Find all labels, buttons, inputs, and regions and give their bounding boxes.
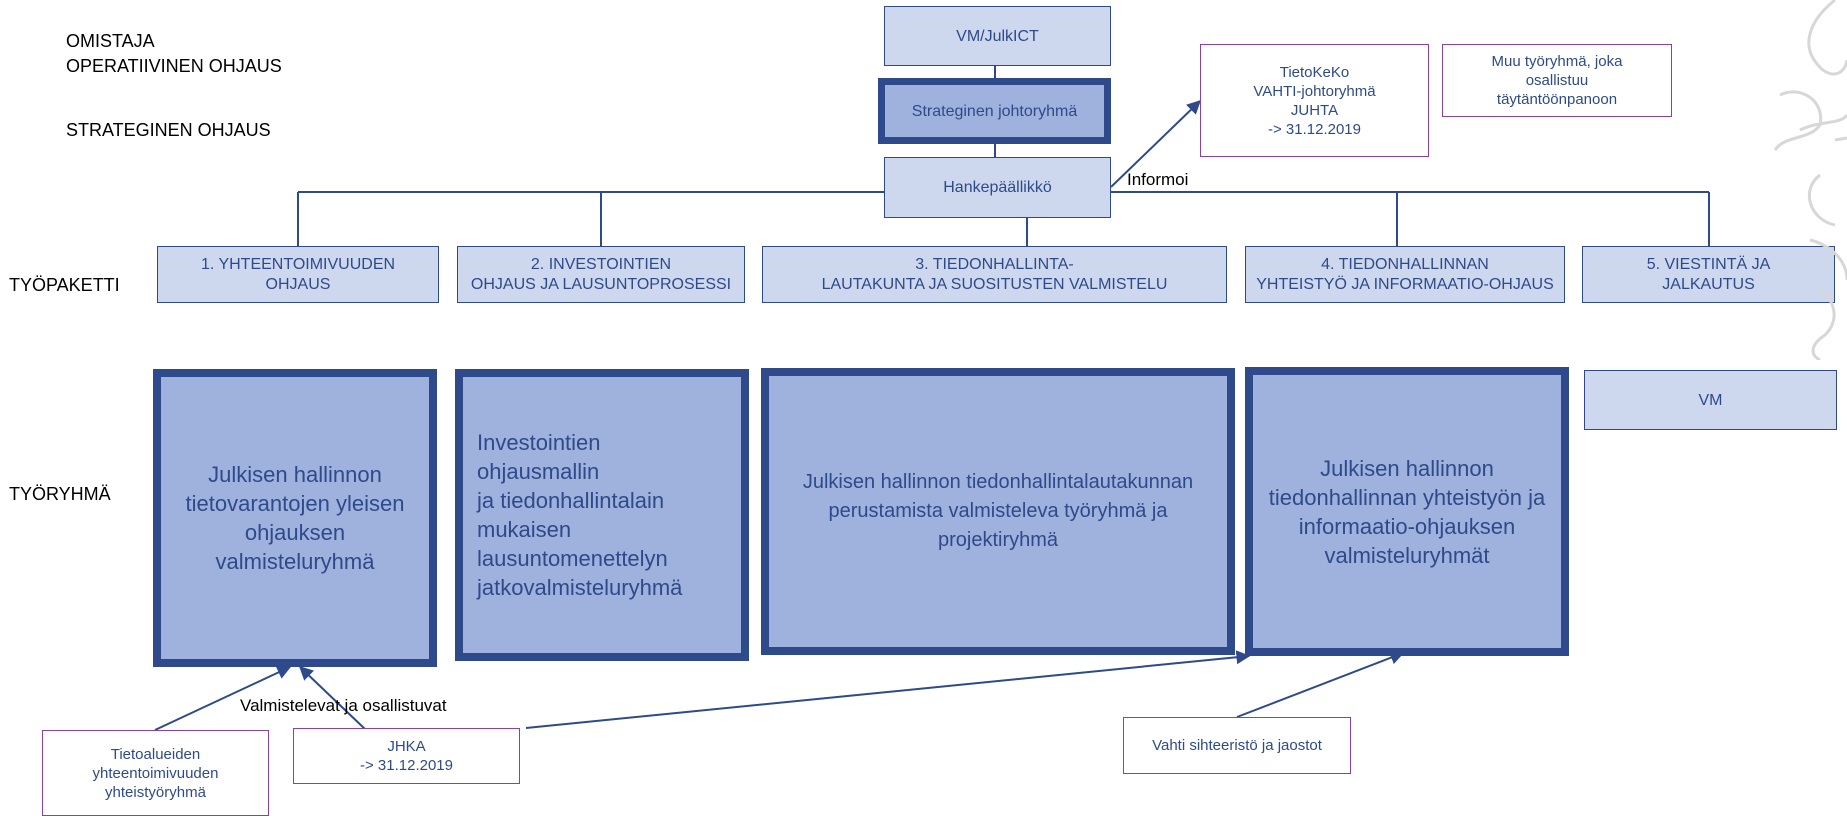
jhka-to-group1-arrow bbox=[298, 666, 367, 731]
work-package-4: 4. TIEDONHALLINNAN YHTEISTYÖ JA INFORMAA… bbox=[1245, 246, 1565, 303]
other-work-group-box: Muu työryhmä, joka osallistuu täytäntöön… bbox=[1442, 44, 1672, 117]
tietokeko-box: TietoKeKo VAHTI-johtoryhmä JUHTA -> 31.1… bbox=[1200, 44, 1429, 157]
work-group-4: Julkisen hallinnon tiedonhallinnan yhtei… bbox=[1245, 367, 1569, 656]
work-package-5: 5. VIESTINTÄ JA JALKAUTUS bbox=[1582, 246, 1835, 303]
strategic-steering-group-box: Strateginen johtoryhmä bbox=[878, 78, 1111, 144]
operative-steering-label: OPERATIIVINEN OHJAUS bbox=[66, 56, 282, 76]
participate-label: Valmistelevat ja osallistuvat bbox=[240, 696, 447, 715]
jhka-box: JHKA -> 31.12.2019 bbox=[293, 728, 520, 784]
jhka-to-group4-arrow bbox=[525, 650, 1251, 729]
strategic-steering-label: STRATEGINEN OHJAUS bbox=[66, 120, 271, 140]
informs-label: Informoi bbox=[1127, 170, 1189, 189]
work-group-2: Investointien ohjausmallin ja tiedonhall… bbox=[455, 369, 749, 661]
work-package-2: 2. INVESTOINTIEN OHJAUS JA LAUSUNTOPROSE… bbox=[457, 246, 745, 303]
vahti-box: Vahti sihteeristö ja jaostot bbox=[1123, 717, 1351, 774]
work-group-3: Julkisen hallinnon tiedonhallintalautaku… bbox=[761, 368, 1235, 655]
work-group-5-vm: VM bbox=[1584, 370, 1837, 430]
lion-emblem-watermark bbox=[1773, 0, 1847, 360]
owner-label: OMISTAJA bbox=[66, 31, 155, 51]
work-package-label: TYÖPAKETTI bbox=[9, 275, 120, 295]
work-group-1: Julkisen hallinnon tietovarantojen yleis… bbox=[153, 369, 437, 667]
work-group-label: TYÖRYHMÄ bbox=[9, 484, 111, 504]
interop-cooperation-group-box: Tietoalueiden yhteentoimivuuden yhteisty… bbox=[42, 730, 269, 816]
owner-box: VM/JulkICT bbox=[884, 6, 1111, 66]
vahti-arrow bbox=[1236, 651, 1405, 718]
informs-arrow bbox=[1110, 100, 1202, 188]
interop-group-arrow bbox=[154, 665, 292, 731]
project-manager-box: Hankepäällikkö bbox=[884, 157, 1111, 218]
work-package-1: 1. YHTEENTOIMIVUUDEN OHJAUS bbox=[157, 246, 439, 303]
work-package-3: 3. TIEDONHALLINTA- LAUTAKUNTA JA SUOSITU… bbox=[762, 246, 1227, 303]
